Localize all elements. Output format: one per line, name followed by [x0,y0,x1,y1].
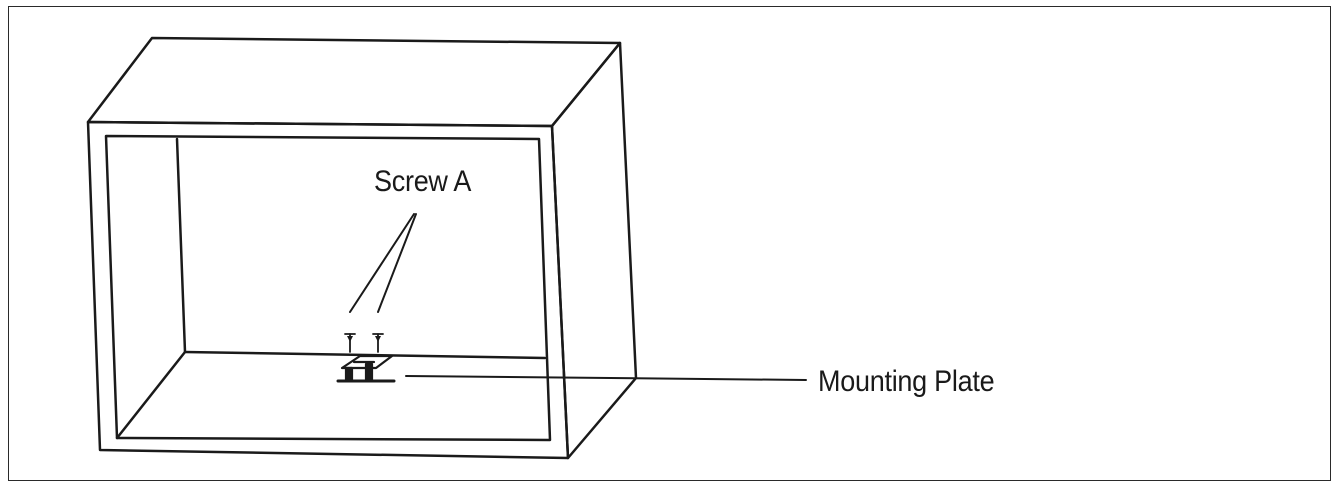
mounting-plate-label: Mounting Plate [818,365,995,398]
cabinet-top-face [86,36,622,128]
cabinet-outer-front [86,120,570,460]
cabinet-inner-opening [104,134,552,442]
screw-a-label: Screw A [374,165,472,198]
screw-leader-right [377,213,417,313]
mounting-plate-icon [336,354,396,383]
screw-left-icon [344,333,356,353]
figure-frame [8,6,1331,481]
screw-leader-left [349,213,415,313]
interior-floor-left-edge [115,350,187,440]
screw-right-icon [372,333,384,353]
mounting-plate-leader [405,375,807,381]
interior-back-left-edge [175,137,187,354]
cabinet-right-face [550,41,638,460]
